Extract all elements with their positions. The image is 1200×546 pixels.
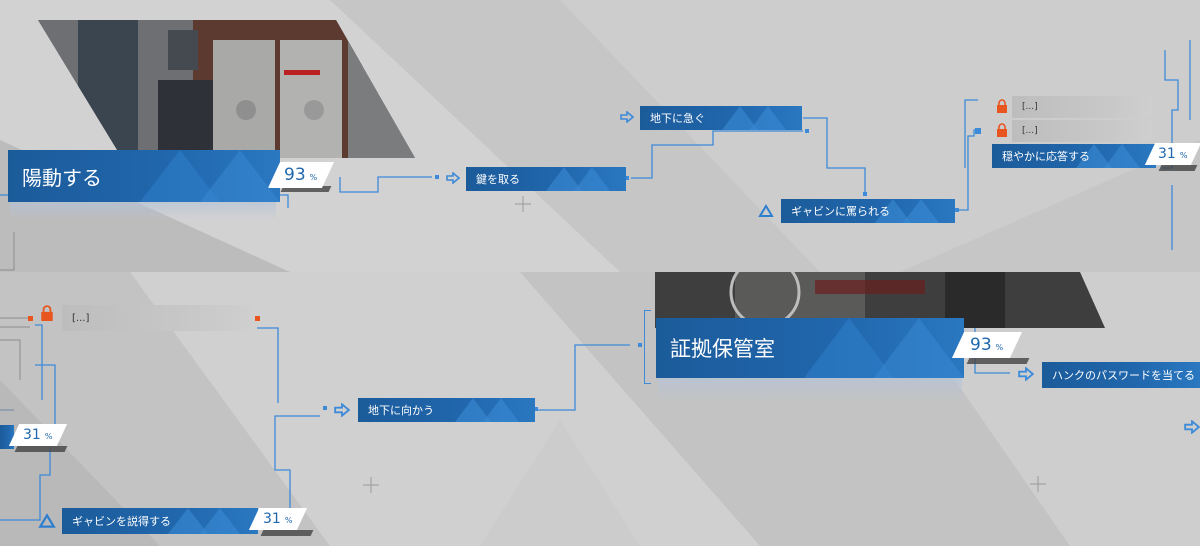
choice-label-evidence-room: 証拠保管室 bbox=[670, 337, 775, 361]
arrow-right-icon bbox=[620, 111, 634, 123]
arrow-right-icon bbox=[446, 172, 460, 184]
locked-choice-a: [...] bbox=[1012, 96, 1152, 118]
node-glow bbox=[10, 202, 276, 220]
choice-node-evidence-room[interactable]: 証拠保管室 bbox=[656, 318, 964, 378]
node-bracket bbox=[644, 310, 651, 384]
lock-icon bbox=[997, 99, 1007, 113]
choice-node-distraction[interactable]: 陽動する bbox=[8, 150, 280, 202]
choice-node-take-key[interactable]: 鍵を取る bbox=[466, 167, 626, 191]
choice-node-rush-basement[interactable]: 地下に急ぐ bbox=[640, 106, 802, 130]
choice-label-persuade-gavin: ギャビンを説得する bbox=[72, 515, 171, 528]
arrow-right-icon bbox=[1018, 367, 1034, 381]
triangle-icon bbox=[758, 204, 774, 217]
choice-label-guess-hank-password: ハンクのパスワードを当てる bbox=[1052, 369, 1195, 382]
choice-label-distraction: 陽動する bbox=[22, 165, 102, 190]
choice-label-go-basement: 地下に向かう bbox=[368, 404, 434, 417]
triangle-icon bbox=[38, 513, 56, 528]
choice-node-gavin-insults[interactable]: ギャビンに罵られる bbox=[781, 199, 955, 223]
scene-thumbnail-archive-room bbox=[38, 20, 415, 158]
node-glow bbox=[658, 378, 962, 402]
choice-node-persuade-gavin[interactable]: ギャビンを説得する bbox=[62, 508, 258, 534]
locked-choice-b: [...] bbox=[1012, 120, 1152, 142]
arrow-right-icon bbox=[334, 403, 350, 417]
lock-icon bbox=[997, 123, 1007, 137]
archive-room-sign: ​ bbox=[202, 20, 322, 34]
choice-label-calm-answer: 穏やかに応答する bbox=[1002, 150, 1090, 163]
choice-node-go-basement[interactable]: 地下に向かう bbox=[358, 398, 535, 422]
choice-node-calm-answer[interactable]: 穏やかに応答する bbox=[992, 144, 1156, 168]
locked-choice-c: [...] bbox=[62, 305, 252, 331]
choice-label-rush-basement: 地下に急ぐ bbox=[650, 112, 705, 125]
percent-badge-left: 31% bbox=[8, 424, 68, 446]
arrow-right-icon bbox=[1184, 420, 1200, 434]
choice-label-gavin-insults: ギャビンに罵られる bbox=[791, 205, 890, 218]
choice-label-take-key: 鍵を取る bbox=[476, 173, 520, 186]
lock-icon bbox=[41, 305, 53, 321]
choice-node-guess-hank-password[interactable]: ハンクのパスワードを当てる bbox=[1042, 362, 1200, 388]
